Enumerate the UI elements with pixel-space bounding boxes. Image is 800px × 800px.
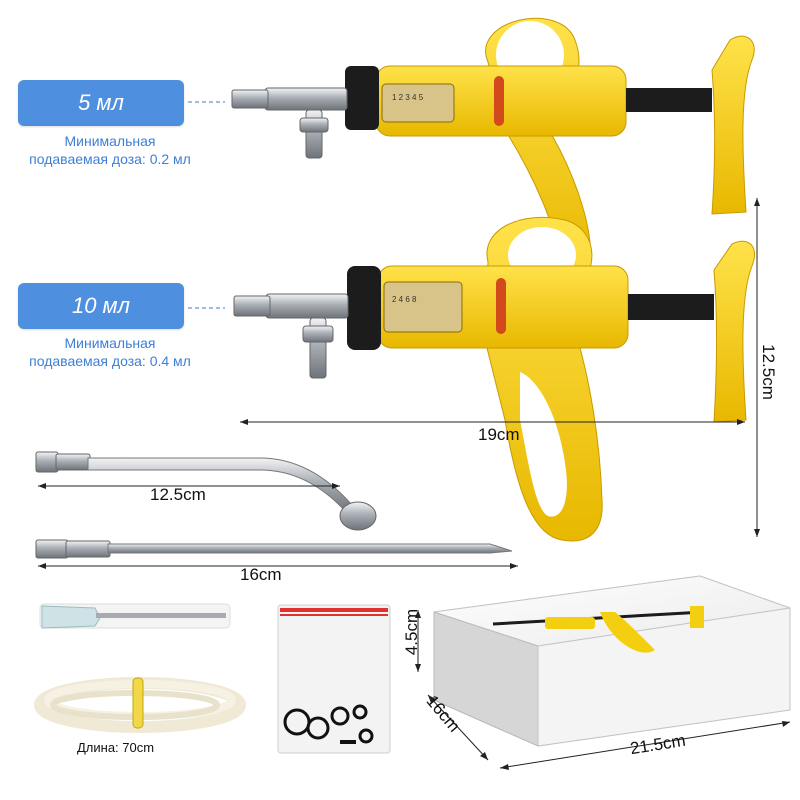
- svg-text:1 2 3 4 5: 1 2 3 4 5: [392, 93, 424, 102]
- syringe-10ml-icon: 2 4 6 8: [233, 216, 755, 542]
- svg-text:2 4 6 8: 2 4 6 8: [392, 295, 417, 304]
- silicone-tube-icon: [34, 677, 246, 733]
- bent-needle-icon: [35, 451, 377, 531]
- straight-needle-icon: [35, 539, 513, 559]
- dose-note-line2: подаваемая доза: 0.2 мл: [29, 151, 191, 167]
- syringe-height-label: 12.5cm: [758, 344, 778, 400]
- box-height-label: 4.5cm: [402, 608, 422, 656]
- hypodermic-needle-icon: [39, 603, 231, 629]
- volume-badge-5ml: 5 мл: [18, 80, 184, 126]
- dose-note-5ml: Минимальная подаваемая доза: 0.2 мл: [10, 132, 210, 168]
- product-box-icon: [433, 575, 791, 747]
- tube-length-label: Длина: 70cm: [77, 740, 155, 755]
- spare-parts-bag-icon: [277, 604, 391, 754]
- dose-note-line2: подаваемая доза: 0.4 мл: [29, 353, 191, 369]
- straight-needle-length-label: 16cm: [240, 565, 282, 584]
- dose-note-10ml: Минимальная подаваемая доза: 0.4 мл: [10, 334, 210, 370]
- volume-badge-10ml: 10 мл: [18, 283, 184, 329]
- syringe-5ml-icon: 1 2 3 4 5: [231, 17, 755, 271]
- dose-note-line1: Минимальная: [64, 133, 156, 149]
- dose-note-line1: Минимальная: [64, 335, 156, 351]
- syringe-length-label: 19cm: [478, 425, 520, 444]
- bent-needle-length-label: 12.5cm: [150, 485, 206, 504]
